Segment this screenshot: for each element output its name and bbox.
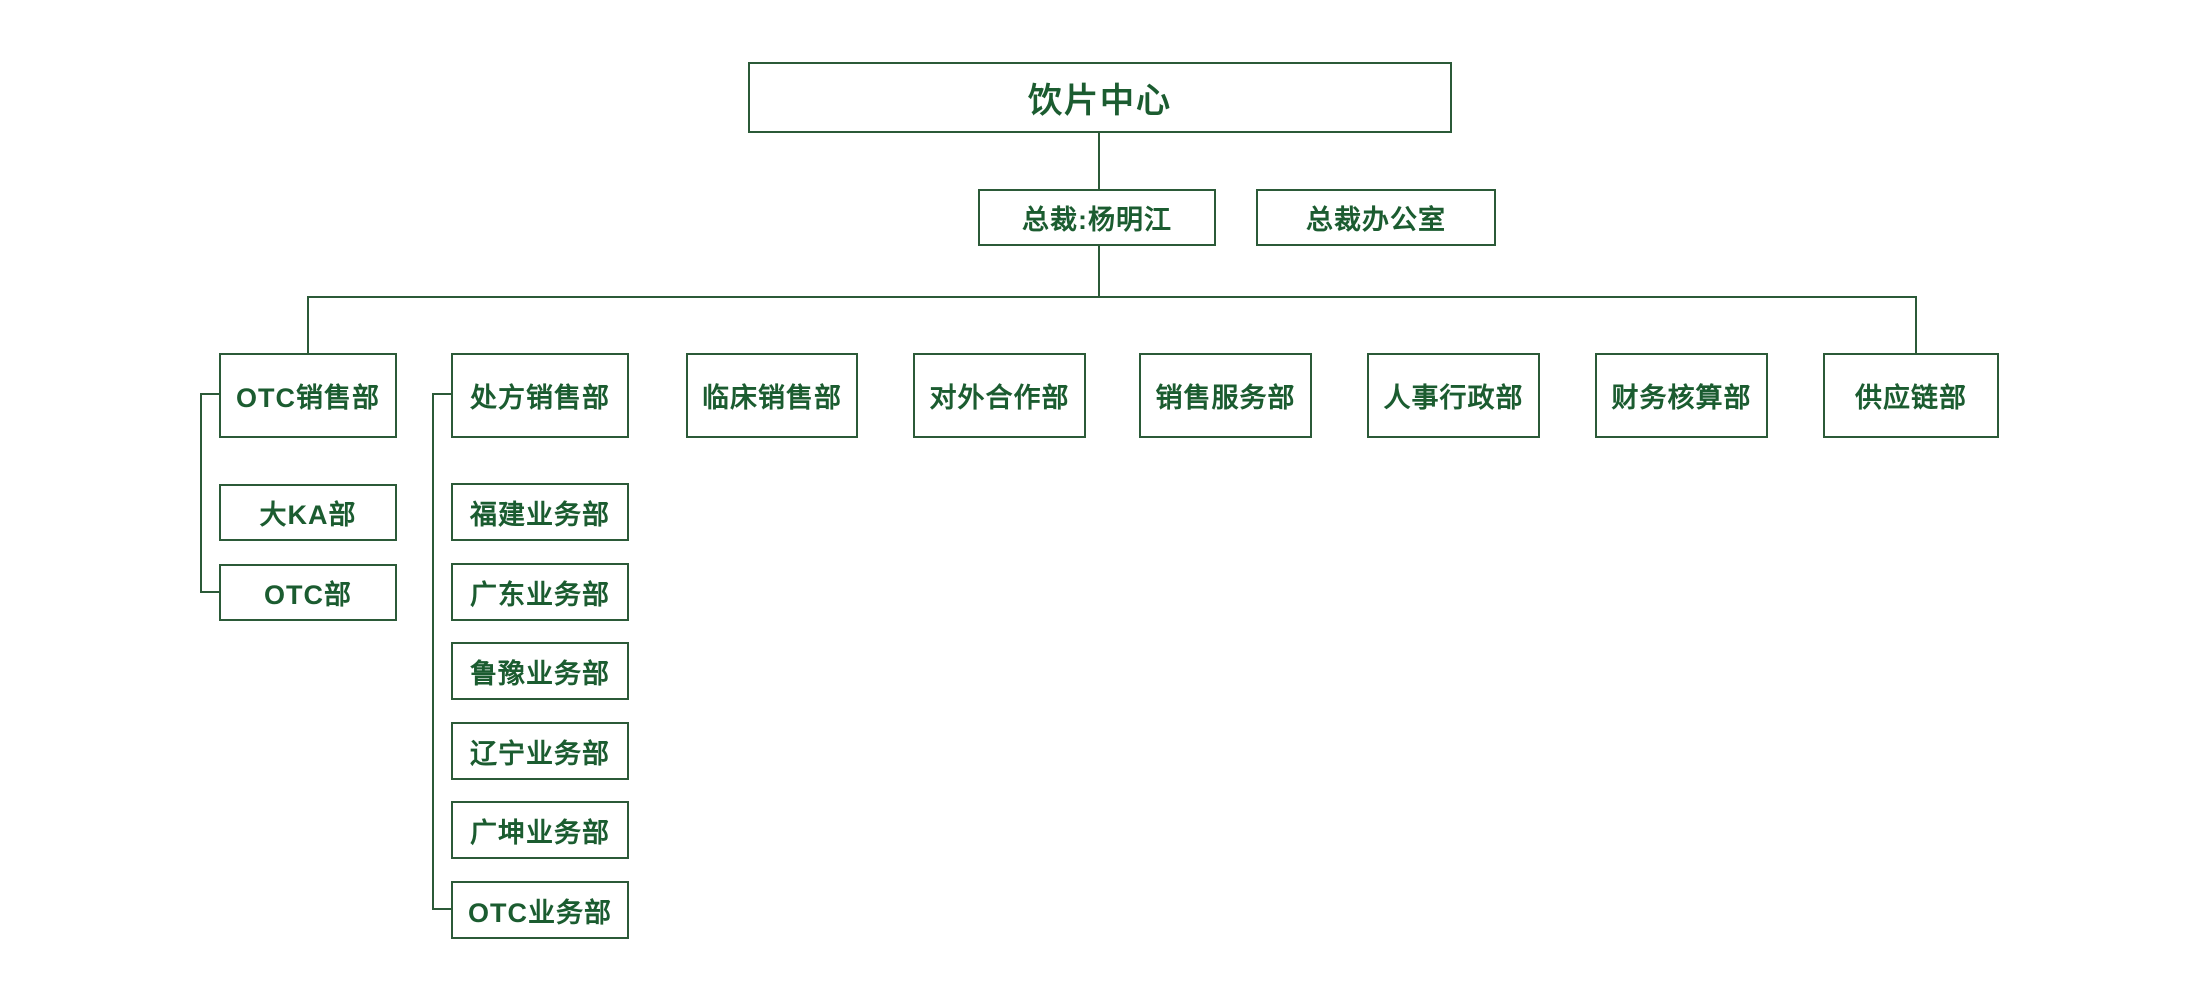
connector-rail-to-otc-sales [307, 296, 309, 353]
org-node-fujian-business: 福建业务部 [451, 483, 629, 541]
org-node-dept-finance-accounting: 财务核算部 [1595, 353, 1768, 438]
org-node-dept-hr-admin: 人事行政部 [1367, 353, 1540, 438]
connector-president-to-main-rail [1098, 246, 1100, 298]
org-node-guangdong-business: 广东业务部 [451, 563, 629, 621]
org-node-big-ka: 大KA部 [219, 484, 397, 541]
org-node-root: 饮片中心 [748, 62, 1452, 133]
connector-rail-to-supply-chain [1915, 296, 1917, 353]
connector-otc-dept-stub [200, 591, 221, 593]
org-node-dept-clinical-sales: 临床销售部 [686, 353, 858, 438]
org-node-liaoning-business: 辽宁业务部 [451, 722, 629, 780]
connector-main-rail [307, 296, 1917, 298]
org-node-dept-external-cooperation: 对外合作部 [913, 353, 1086, 438]
org-node-otc-business: OTC业务部 [451, 881, 629, 939]
org-node-dept-prescription-sales: 处方销售部 [451, 353, 629, 438]
org-node-dept-sales-service: 销售服务部 [1139, 353, 1312, 438]
connector-prescription-sales-bracket [432, 393, 434, 910]
org-node-dept-otc-sales: OTC销售部 [219, 353, 397, 438]
connector-otc-business-stub [432, 908, 453, 910]
org-node-guangkun-business: 广坤业务部 [451, 801, 629, 859]
org-node-dept-supply-chain: 供应链部 [1823, 353, 1999, 438]
org-node-president-office: 总裁办公室 [1256, 189, 1496, 246]
connector-root-to-president [1098, 133, 1100, 189]
org-node-president: 总裁:杨明江 [978, 189, 1216, 246]
connector-otc-sales-bracket [200, 393, 202, 593]
connector-otc-sales-stub [200, 393, 221, 395]
org-node-otc: OTC部 [219, 564, 397, 621]
connector-prescription-sales-stub [432, 393, 453, 395]
org-node-luyu-business: 鲁豫业务部 [451, 642, 629, 700]
